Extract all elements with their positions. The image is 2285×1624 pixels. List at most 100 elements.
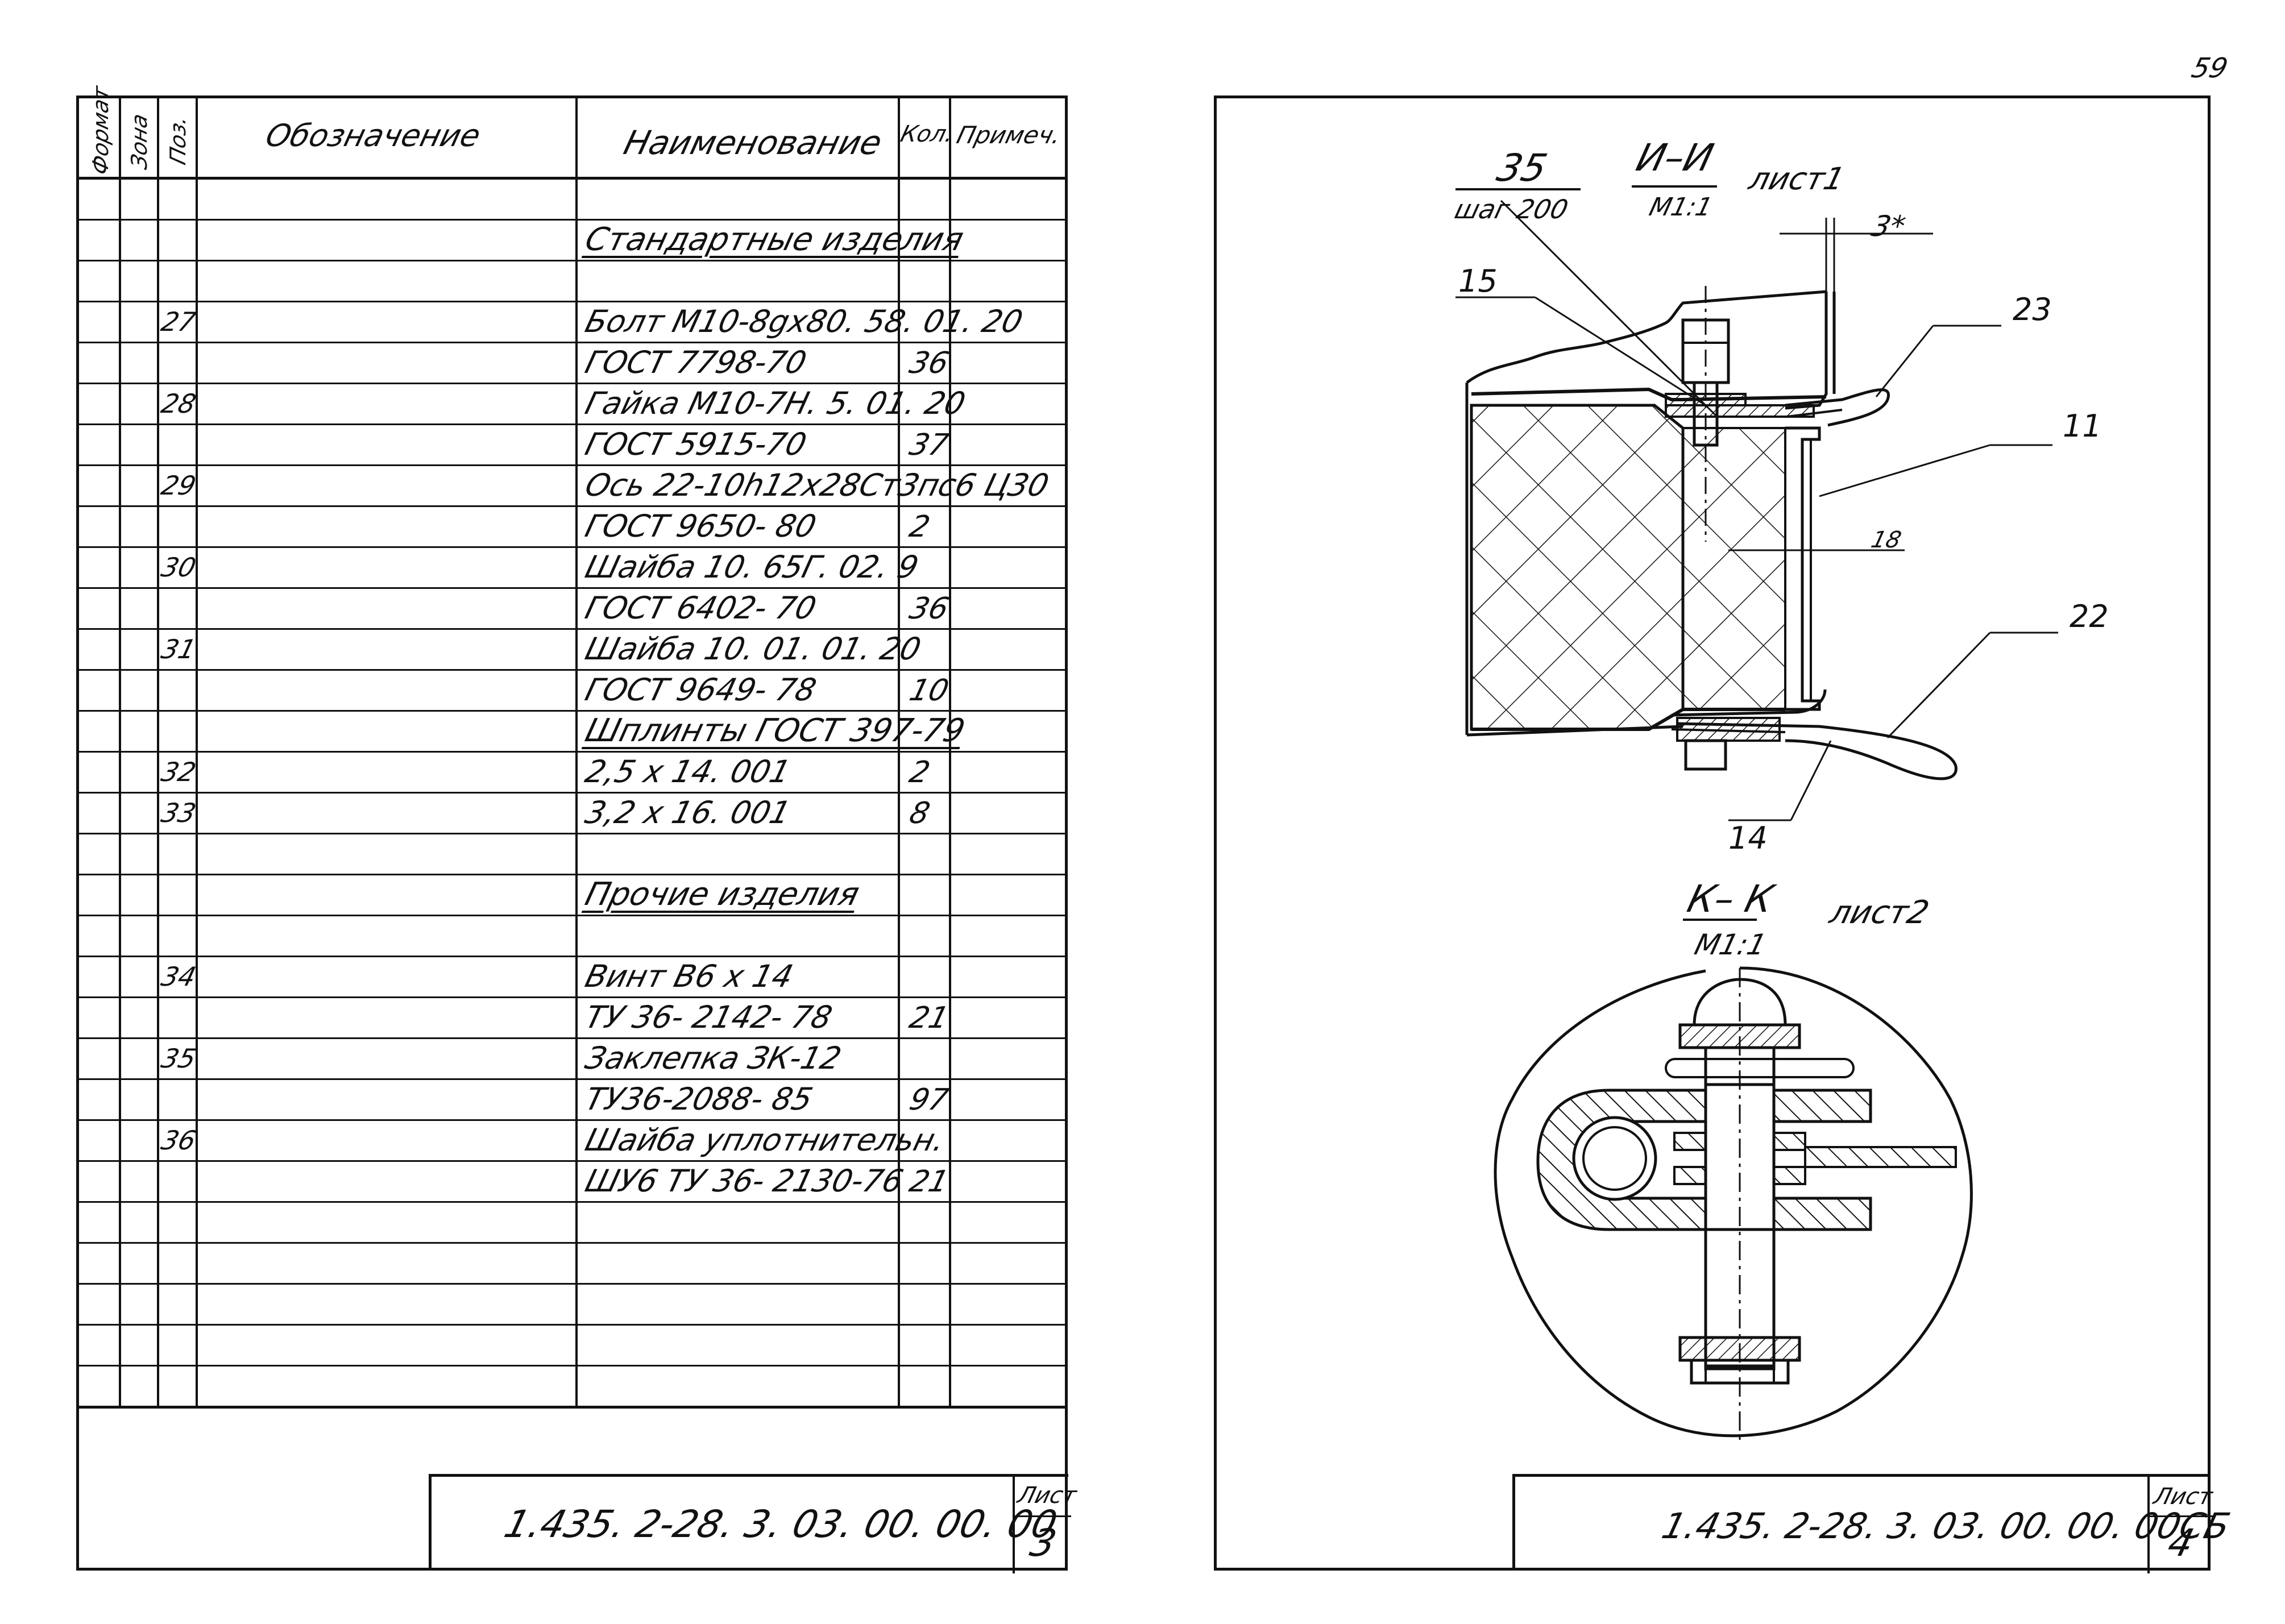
- row-name: Шайба 10. 01. 01. 20: [582, 631, 925, 667]
- row-position: 35: [158, 1043, 200, 1074]
- row-name: Шайба уплотнительн.: [582, 1122, 949, 1158]
- row-name: ГОСТ 7798-70: [582, 344, 810, 380]
- stamp-divider: [1013, 1477, 1015, 1573]
- table-row: Шплинты ГОСТ 397-79: [79, 710, 1065, 751]
- table-row: 35 Заклепка ЗК-12: [79, 1037, 1065, 1078]
- table-row: 27 Болт М10-8gх80. 58. 01. 20: [79, 301, 1065, 342]
- table-row-divider: [79, 505, 1065, 507]
- callout-15: 15: [1458, 263, 1498, 299]
- table-row: [79, 1201, 1065, 1242]
- table-row: [79, 1283, 1065, 1324]
- row-quantity: 2: [906, 510, 934, 544]
- header-note: Примеч.: [953, 121, 1064, 149]
- table-row-divider: [79, 1365, 1065, 1367]
- header-qty: Кол.: [898, 121, 956, 147]
- row-quantity: 10: [906, 674, 952, 708]
- table-row-divider: [79, 956, 1065, 957]
- row-quantity: 21: [906, 1001, 952, 1035]
- row-position: 30: [158, 552, 200, 583]
- title-block: 1.435. 2-28. 3. 03. 00. 00. 00СБ Лист 4: [1512, 1474, 2234, 1573]
- table-row-divider: [79, 301, 1065, 302]
- row-name: ГОСТ 6402- 70: [582, 590, 820, 626]
- row-name: Винт В6 х 14: [582, 958, 797, 994]
- stamp-divider: [2147, 1477, 2150, 1573]
- stamp-divider: [1013, 1515, 1071, 1517]
- title-block: 1.435. 2-28. 3. 03. 00. 00. 00 Лист 3: [429, 1474, 1079, 1573]
- table-row: 34 Винт В6 х 14: [79, 956, 1065, 996]
- section-ii-view: [1455, 185, 2058, 821]
- stamp-divider: [2147, 1515, 2213, 1517]
- assembly-drawing-sheet: 35 шаг 200 И–И М1:1 лист1 3* 18 К– К М1:…: [1214, 95, 2234, 1573]
- row-quantity: 37: [906, 428, 952, 462]
- section-heading: Прочие изделия: [581, 876, 863, 913]
- row-quantity: 21: [906, 1165, 952, 1199]
- table-row: [79, 915, 1065, 956]
- table-row-divider: [79, 1160, 1065, 1162]
- table-row: ТУ36-2088- 85 97: [79, 1078, 1065, 1119]
- table-row-divider: [79, 996, 1065, 998]
- row-name: Гайка М10-7Н. 5. 01. 20: [582, 385, 969, 421]
- row-position: 36: [158, 1125, 200, 1156]
- row-name: ГОСТ 5915-70: [582, 426, 810, 462]
- row-name: ТУ 36- 2142- 78: [582, 999, 836, 1035]
- table-row-divider: [79, 792, 1065, 794]
- row-name: 2,5 х 14. 001: [582, 754, 794, 790]
- header-pos: Поз.: [165, 113, 190, 167]
- row-position: 33: [158, 798, 200, 828]
- table-row-divider: [79, 342, 1065, 343]
- table-row-divider: [79, 1283, 1065, 1285]
- row-position: 34: [158, 961, 200, 992]
- row-name: ТУ36-2088- 85: [582, 1081, 816, 1117]
- table-row-divider: [79, 669, 1065, 671]
- table-row: ГОСТ 9650- 80 2: [79, 505, 1065, 546]
- callout-14: 14: [1728, 820, 1768, 856]
- section-heading: Стандартные изделия: [581, 221, 968, 258]
- sheet-label: Лист: [2151, 1484, 2216, 1510]
- spec-sheet: Формат Зона Поз. Обозначение Наименовани…: [76, 84, 1079, 1573]
- table-row: [79, 260, 1065, 301]
- row-position: 29: [158, 470, 200, 501]
- table-row: 31 Шайба 10. 01. 01. 20: [79, 628, 1065, 669]
- table-row-divider: [79, 874, 1065, 875]
- table-row: 29 Ось 22-10h12х28Ст3пс6 Ц30: [79, 464, 1065, 505]
- table-row-divider: [79, 710, 1065, 712]
- table-row: ГОСТ 7798-70 36: [79, 342, 1065, 383]
- table-row-divider: [79, 464, 1065, 466]
- row-name: ГОСТ 9649- 78: [582, 672, 820, 708]
- row-position: 27: [158, 306, 200, 337]
- row-quantity: 97: [906, 1083, 952, 1117]
- row-name: Болт М10-8gх80. 58. 01. 20: [582, 304, 1027, 339]
- row-position: 31: [158, 634, 200, 664]
- table-row: ТУ 36- 2142- 78 21: [79, 996, 1065, 1037]
- table-row-divider: [79, 546, 1065, 548]
- row-quantity: 2: [906, 755, 934, 790]
- callout-22: 22: [2070, 599, 2109, 634]
- table-row-divider: [79, 587, 1065, 589]
- table-row: [79, 1324, 1065, 1365]
- table-row: 32 2,5 х 14. 001 2: [79, 751, 1065, 792]
- table-row: ГОСТ 5915-70 37: [79, 423, 1065, 464]
- table-row: [79, 1365, 1065, 1406]
- table-row: ГОСТ 9649- 78 10: [79, 669, 1065, 710]
- row-name: Ось 22-10h12х28Ст3пс6 Ц30: [582, 467, 1053, 503]
- document-code: 1.435. 2-28. 3. 03. 00. 00. 00: [500, 1502, 1062, 1546]
- table-row-divider: [79, 423, 1065, 425]
- sheet-label: Лист: [1015, 1482, 1080, 1509]
- table-row: [79, 1242, 1065, 1283]
- table-row: [79, 833, 1065, 874]
- row-name: ГОСТ 9650- 80: [582, 508, 820, 544]
- row-name: Заклепка ЗК-12: [582, 1040, 845, 1076]
- table-row-divider: [79, 628, 1065, 630]
- table-row-divider: [79, 1406, 1065, 1407]
- table-row: Стандартные изделия: [79, 219, 1065, 260]
- page-number: 59: [2188, 52, 2232, 84]
- callout-11: 11: [2063, 408, 2102, 444]
- table-row-divider: [79, 260, 1065, 261]
- row-quantity: 8: [906, 796, 934, 830]
- row-position: 32: [158, 757, 200, 787]
- row-quantity: 36: [906, 346, 952, 380]
- header-designation: Обозначение: [262, 118, 484, 153]
